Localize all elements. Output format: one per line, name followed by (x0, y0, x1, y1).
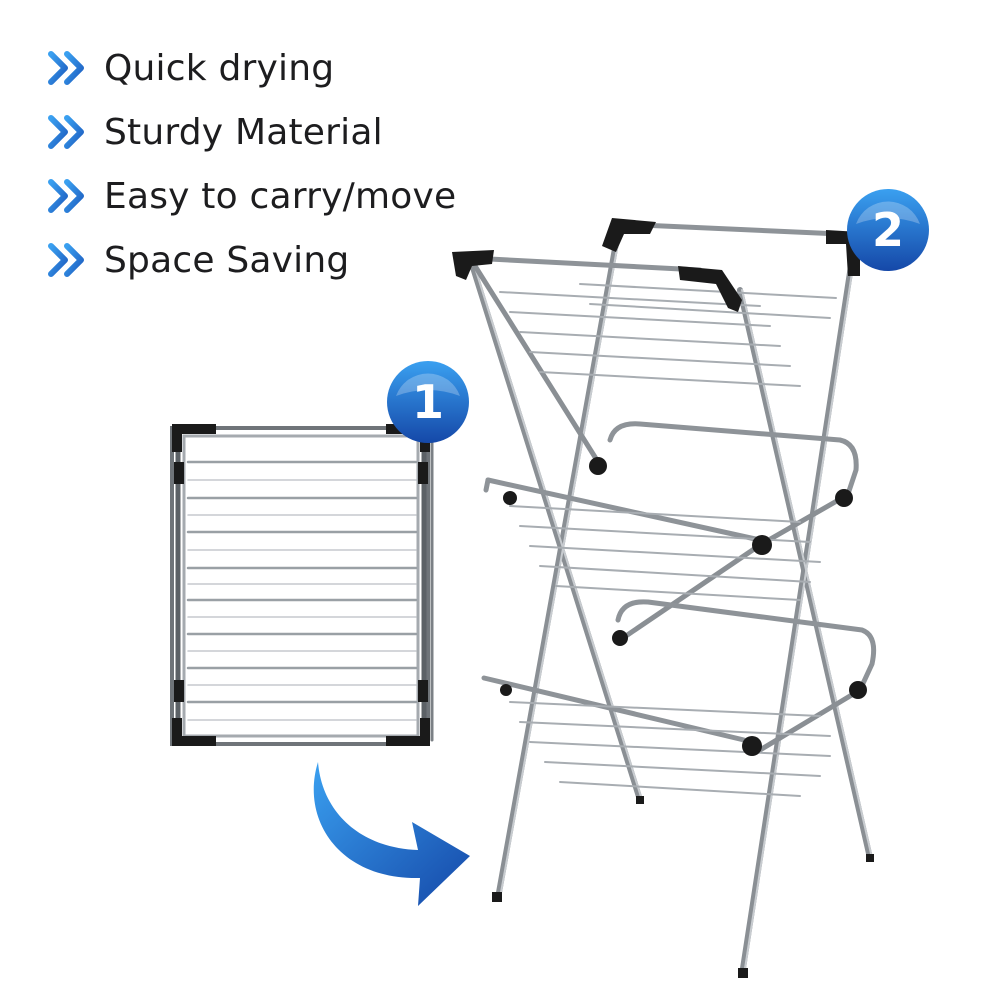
double-chevron-right-icon (48, 243, 84, 277)
feature-list: Quick drying Sturdy Material Easy to car… (48, 36, 456, 292)
feature-item: Space Saving (48, 228, 456, 292)
curved-arrow-icon (313, 762, 470, 906)
feature-item: Quick drying (48, 36, 456, 100)
double-chevron-right-icon (48, 51, 84, 85)
step-badge-1: 1 (386, 360, 470, 444)
folded-rack-image (170, 424, 434, 746)
feature-label: Sturdy Material (104, 111, 383, 153)
circle-badge-icon (387, 361, 469, 443)
step-number: 2 (871, 203, 904, 257)
step-badge-2: 2 (846, 188, 930, 272)
circle-badge-icon (847, 189, 929, 271)
feature-label: Space Saving (104, 239, 350, 281)
feature-item: Easy to carry/move (48, 164, 456, 228)
double-chevron-right-icon (48, 179, 84, 213)
step-number: 1 (411, 375, 444, 429)
feature-item: Sturdy Material (48, 100, 456, 164)
feature-label: Quick drying (104, 47, 335, 89)
unfolded-rack-image (452, 218, 877, 978)
double-chevron-right-icon (48, 115, 84, 149)
feature-label: Easy to carry/move (104, 175, 457, 217)
